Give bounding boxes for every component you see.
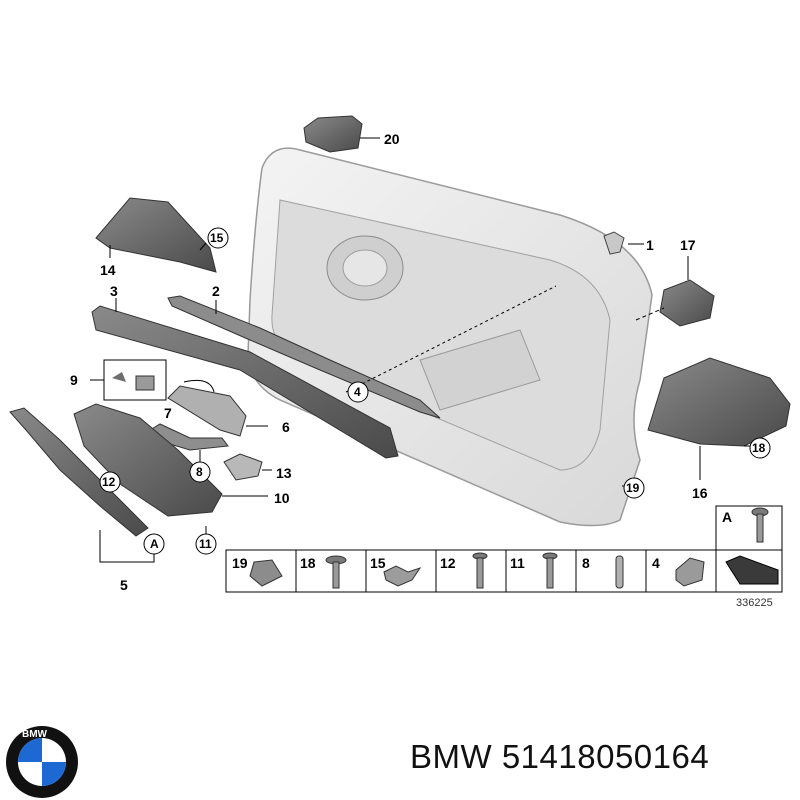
- callout-18: 18: [752, 441, 766, 455]
- part-6: [167, 379, 268, 437]
- fastener-legend: 19 18 15 12 11 8 4 A 336225: [225, 505, 783, 609]
- callout-5: 5: [120, 577, 128, 593]
- legend-15: 15: [370, 555, 386, 571]
- callout-8: 8: [196, 465, 203, 479]
- part-3: [91, 298, 399, 459]
- part-number: 51418050164: [501, 738, 710, 775]
- part-5: [9, 407, 155, 563]
- callout-10: 10: [274, 490, 290, 506]
- callout-4: 4: [354, 385, 361, 399]
- callout-6: 6: [282, 419, 290, 435]
- legend-4: 4: [652, 555, 660, 571]
- callout-17: 17: [680, 237, 696, 253]
- callout-7: 7: [164, 405, 172, 421]
- legend-11: 11: [510, 555, 525, 571]
- part-16: [647, 357, 791, 480]
- svg-text:BMW: BMW: [22, 729, 48, 740]
- callout-11: 11: [199, 537, 212, 551]
- bmw-logo: BMW: [6, 726, 78, 798]
- part-2: [167, 295, 441, 419]
- legend-19: 19: [232, 555, 248, 571]
- reference-number: 336225: [736, 597, 773, 609]
- legend-18: 18: [300, 555, 316, 571]
- callout-2: 2: [212, 283, 220, 299]
- legend-12: 12: [440, 555, 456, 571]
- part-17: [635, 256, 715, 327]
- part-20: [303, 115, 380, 153]
- callout-16: 16: [692, 485, 708, 501]
- callout-A: A: [150, 537, 159, 551]
- callout-12: 12: [102, 475, 116, 489]
- callout-9: 9: [70, 372, 78, 388]
- callout-15: 15: [210, 231, 224, 245]
- part-caption: BMW 51418050164: [410, 738, 790, 786]
- brand-name: BMW: [410, 738, 493, 775]
- callout-14: 14: [100, 262, 116, 278]
- part-1: [603, 231, 644, 255]
- part-10: [73, 403, 268, 517]
- part-9-group: [90, 359, 167, 401]
- legend-8: 8: [582, 555, 590, 571]
- part-13: [223, 453, 272, 481]
- callout-19: 19: [626, 481, 640, 495]
- door-trim-panel: [247, 147, 653, 527]
- callout-1: 1: [646, 237, 654, 253]
- callouts: 20 1 17 14 3 2 9 7 6 13 10 5 16 15 4 8 1…: [70, 131, 771, 593]
- callout-20: 20: [384, 131, 400, 147]
- legend-A: A: [722, 509, 732, 525]
- callout-13: 13: [276, 465, 292, 481]
- callout-3: 3: [110, 283, 118, 299]
- part-14: [95, 197, 217, 273]
